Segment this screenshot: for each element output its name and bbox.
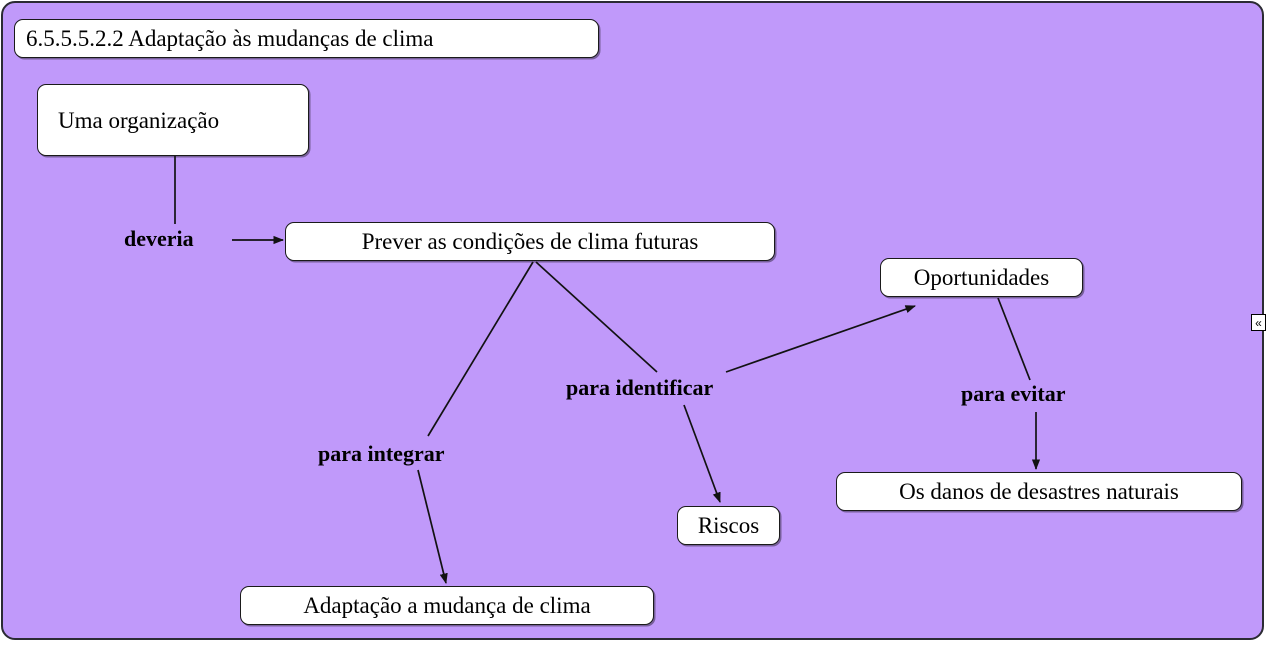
- node-riscos-label: Riscos: [697, 513, 760, 538]
- link-label-deveria[interactable]: deveria: [124, 226, 194, 251]
- node-title[interactable]: 6.5.5.5.2.2 Adaptação às mudanças de cli…: [14, 19, 599, 58]
- node-riscos[interactable]: Riscos: [677, 506, 780, 545]
- node-adaptacao-mudanca[interactable]: Adaptação a mudança de clima: [240, 586, 654, 625]
- link-label-para-integrar[interactable]: para integrar: [318, 441, 445, 466]
- node-prever-condicoes[interactable]: Prever as condições de clima futuras: [285, 222, 775, 261]
- collapse-left-chevron-icon[interactable]: «: [1251, 314, 1266, 331]
- link-label-para-evitar[interactable]: para evitar: [961, 381, 1066, 406]
- link-label-para-identificar[interactable]: para identificar: [566, 375, 714, 400]
- node-adaptacao-mudanca-label: Adaptação a mudança de clima: [303, 593, 591, 618]
- node-danos-desastres-label: Os danos de desastres naturais: [899, 479, 1179, 504]
- node-prever-condicoes-label: Prever as condições de clima futuras: [361, 229, 699, 254]
- node-danos-desastres[interactable]: Os danos de desastres naturais: [836, 472, 1242, 511]
- node-oportunidades[interactable]: Oportunidades: [880, 258, 1083, 297]
- node-title-label: 6.5.5.5.2.2 Adaptação às mudanças de cli…: [26, 26, 434, 51]
- node-uma-organizacao[interactable]: Uma organização: [37, 84, 309, 156]
- node-oportunidades-label: Oportunidades: [913, 265, 1050, 290]
- node-uma-organizacao-label: Uma organização: [58, 107, 220, 133]
